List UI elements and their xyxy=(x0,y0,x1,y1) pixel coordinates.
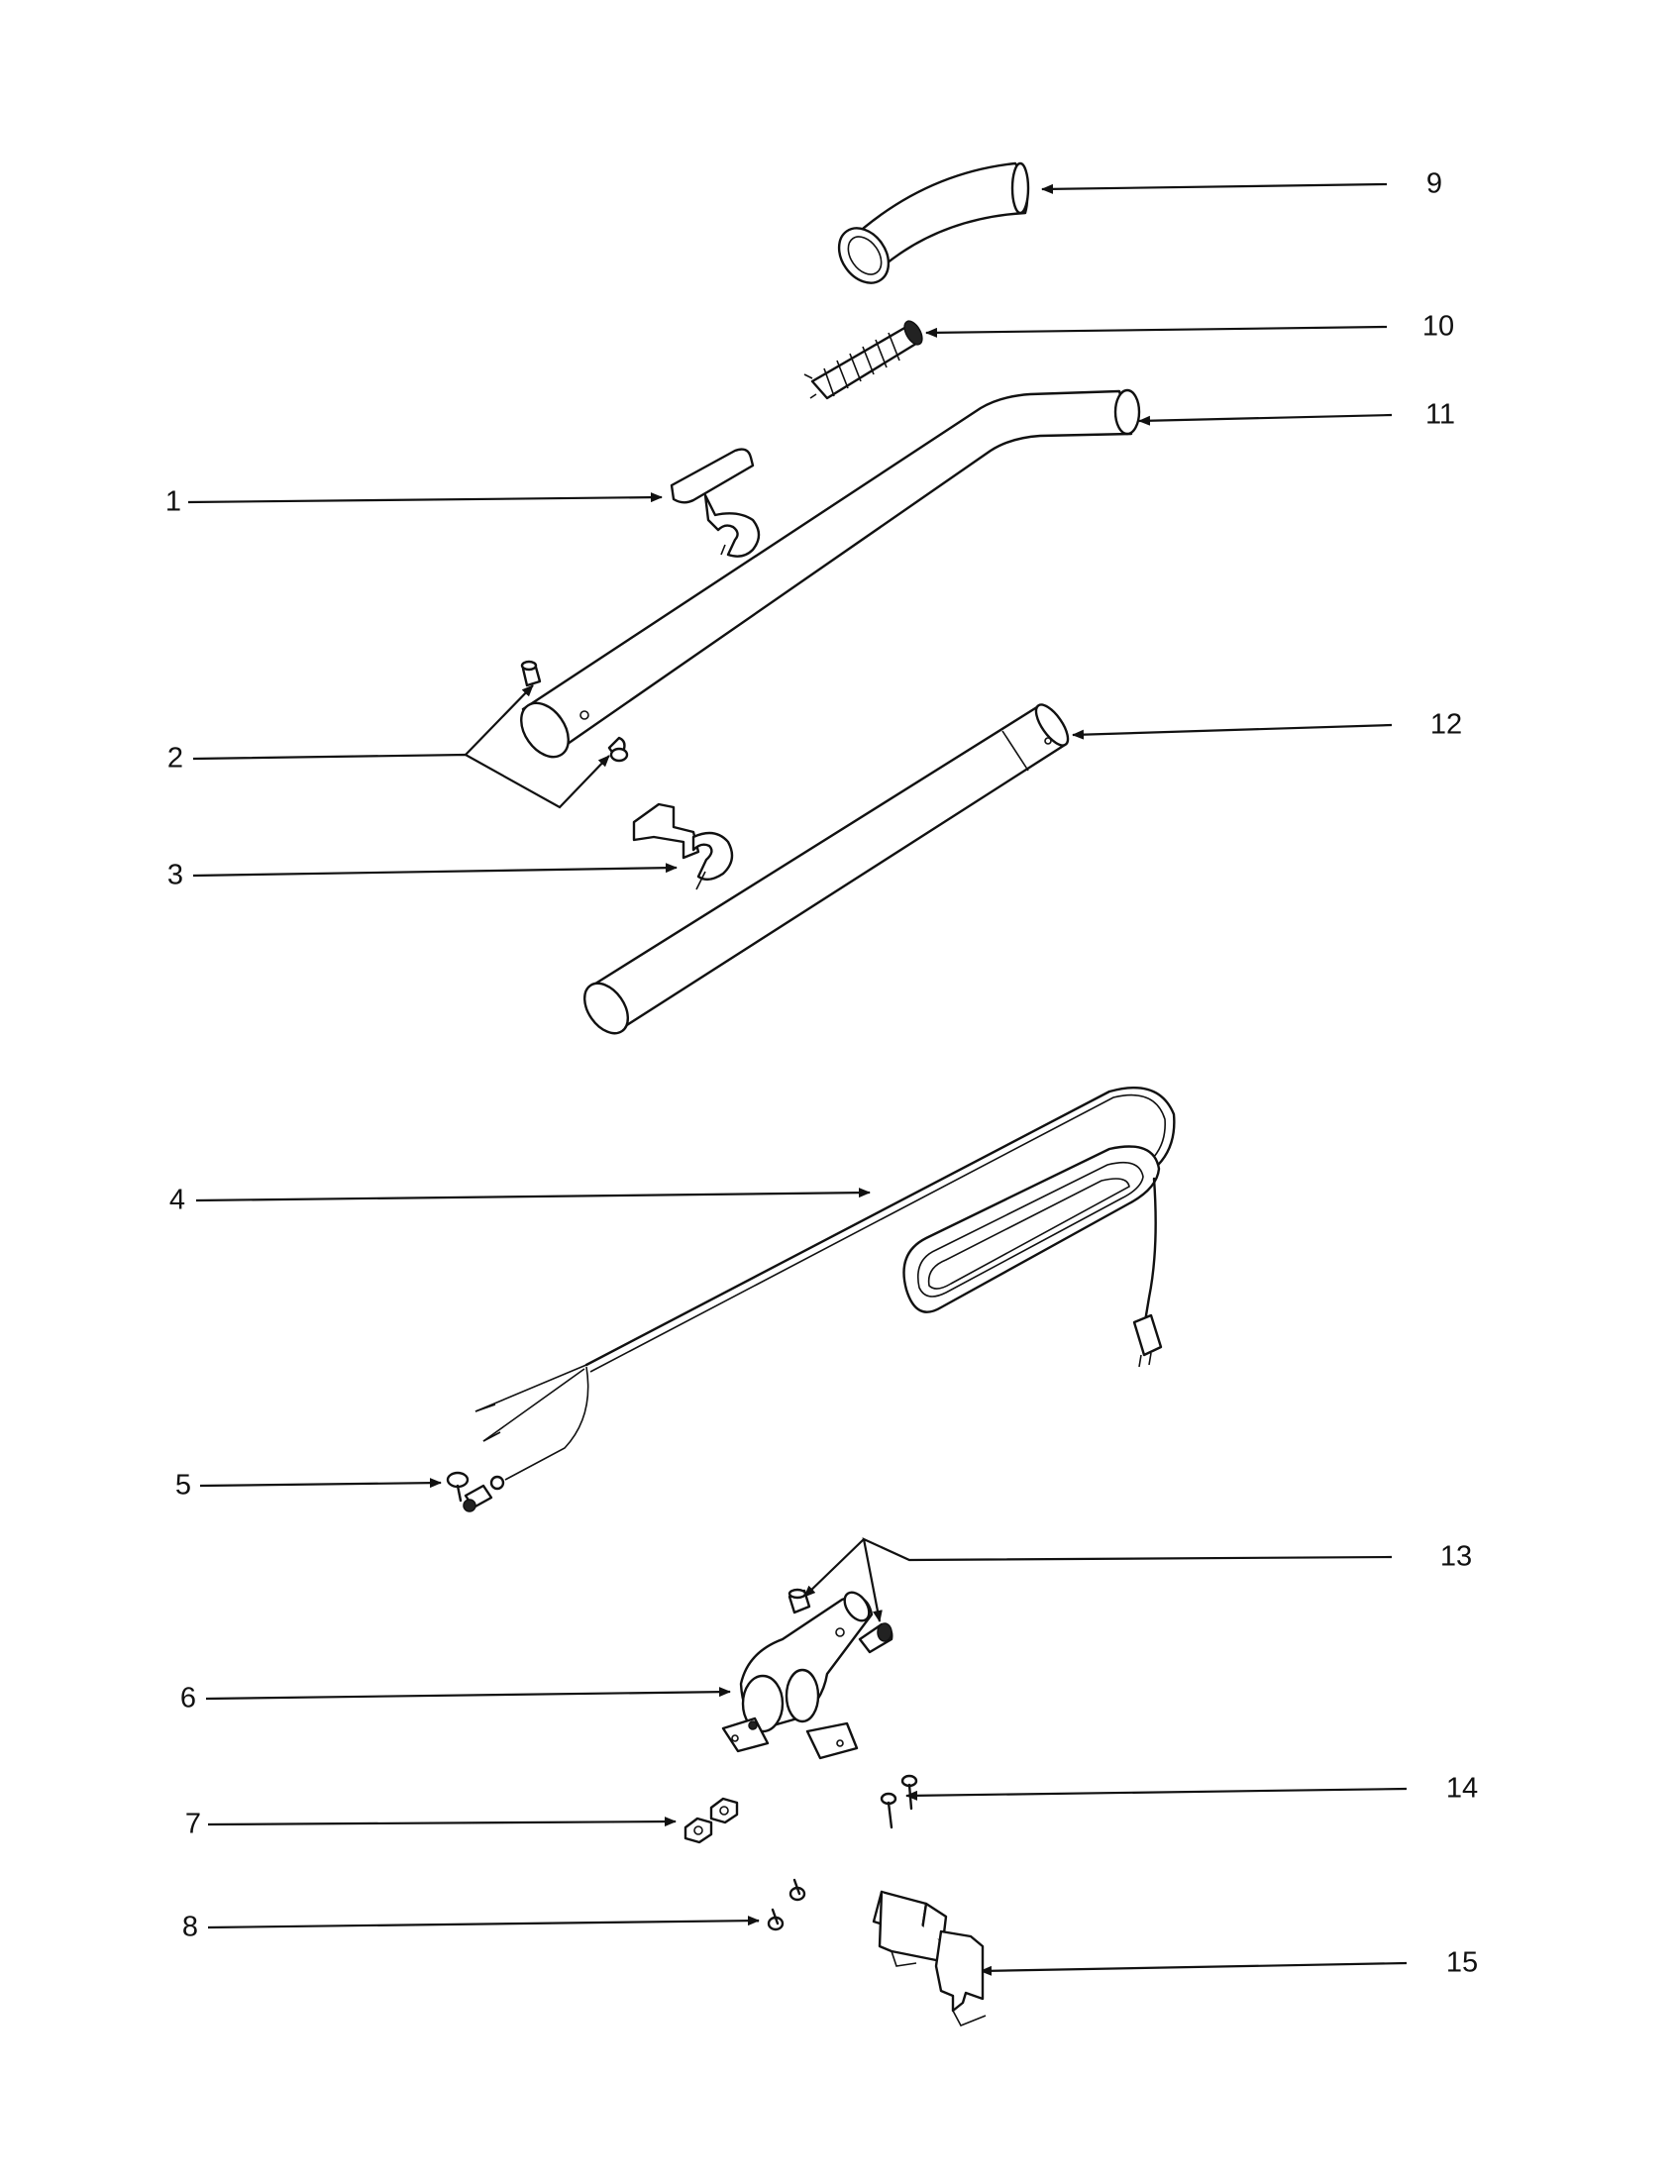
callout-15: 15 xyxy=(1445,1946,1479,1979)
callout-6: 6 xyxy=(179,1682,197,1715)
callout-14: 14 xyxy=(1445,1772,1479,1805)
part-5-screw xyxy=(446,1471,470,1503)
leader-line-15 xyxy=(980,1961,1408,1976)
leader-line-4 xyxy=(195,1188,871,1202)
leader-line-11 xyxy=(1138,413,1393,426)
callout-9: 9 xyxy=(1425,167,1443,200)
part-4-power-cord xyxy=(463,1086,1176,1512)
leader-line-1 xyxy=(187,492,663,504)
callout-11: 11 xyxy=(1424,398,1456,431)
part-14-screws xyxy=(880,1774,918,1829)
callout-1: 1 xyxy=(164,485,182,518)
part-2-screws xyxy=(520,660,629,763)
part-15-bracket-plate xyxy=(872,1890,987,2028)
leader-line-5 xyxy=(199,1478,442,1489)
part-13-fasteners xyxy=(788,1588,893,1654)
part-3-clip-bracket xyxy=(632,802,734,890)
leader-line-14 xyxy=(905,1787,1408,1801)
callout-10: 10 xyxy=(1421,310,1455,343)
leader-line-8 xyxy=(207,1916,760,1929)
part-6-pivot-bracket xyxy=(721,1591,874,1760)
part-10-spring xyxy=(803,320,923,400)
leader-line-13 xyxy=(862,1537,1393,1622)
leader-line-3 xyxy=(192,863,678,878)
callout-13: 13 xyxy=(1439,1540,1473,1573)
leader-line-2b xyxy=(465,684,534,756)
part-8-screws xyxy=(767,1878,806,1931)
callout-2: 2 xyxy=(166,742,184,775)
part-7-nuts xyxy=(683,1797,739,1844)
leader-line-7 xyxy=(207,1817,677,1827)
leader-line-6 xyxy=(205,1687,731,1701)
part-12-lower-tube xyxy=(582,703,1070,1035)
callout-4: 4 xyxy=(168,1184,186,1216)
callout-12: 12 xyxy=(1429,708,1463,741)
leader-line-9 xyxy=(1041,182,1388,194)
leader-line-2 xyxy=(192,753,610,809)
part-9-hose-end xyxy=(837,161,1030,284)
callout-3: 3 xyxy=(166,859,184,891)
leader-line-10 xyxy=(925,325,1388,338)
part-11-upper-tube xyxy=(520,388,1141,759)
leader-line-13b xyxy=(803,1538,865,1598)
part-1-handle-grip xyxy=(670,448,761,558)
leader-line-12 xyxy=(1072,723,1393,740)
callout-7: 7 xyxy=(184,1808,202,1840)
callout-5: 5 xyxy=(174,1469,192,1502)
callout-8: 8 xyxy=(181,1911,199,1943)
